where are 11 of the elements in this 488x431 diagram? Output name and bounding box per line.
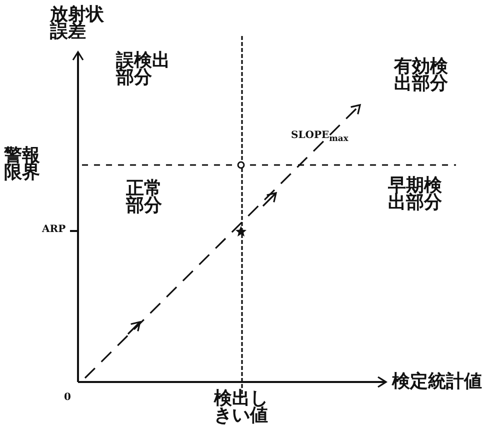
axis-label: 検出しきい値	[214, 390, 268, 424]
axis-title: 放射状誤差	[50, 6, 104, 40]
region-label: 誤検出部分	[116, 52, 170, 86]
region-label: 早期検出部分	[388, 177, 442, 212]
slope-label: SLOPE$_{max}$	[291, 131, 348, 142]
axis-label: 警報限界	[4, 147, 40, 182]
region-label: 有効検出部分	[394, 58, 448, 92]
axis-title: 検定統計値	[392, 373, 483, 390]
region-label: 正常部分	[126, 180, 162, 214]
axis-label: ARP	[42, 225, 66, 235]
axis-label: 0	[64, 393, 71, 403]
